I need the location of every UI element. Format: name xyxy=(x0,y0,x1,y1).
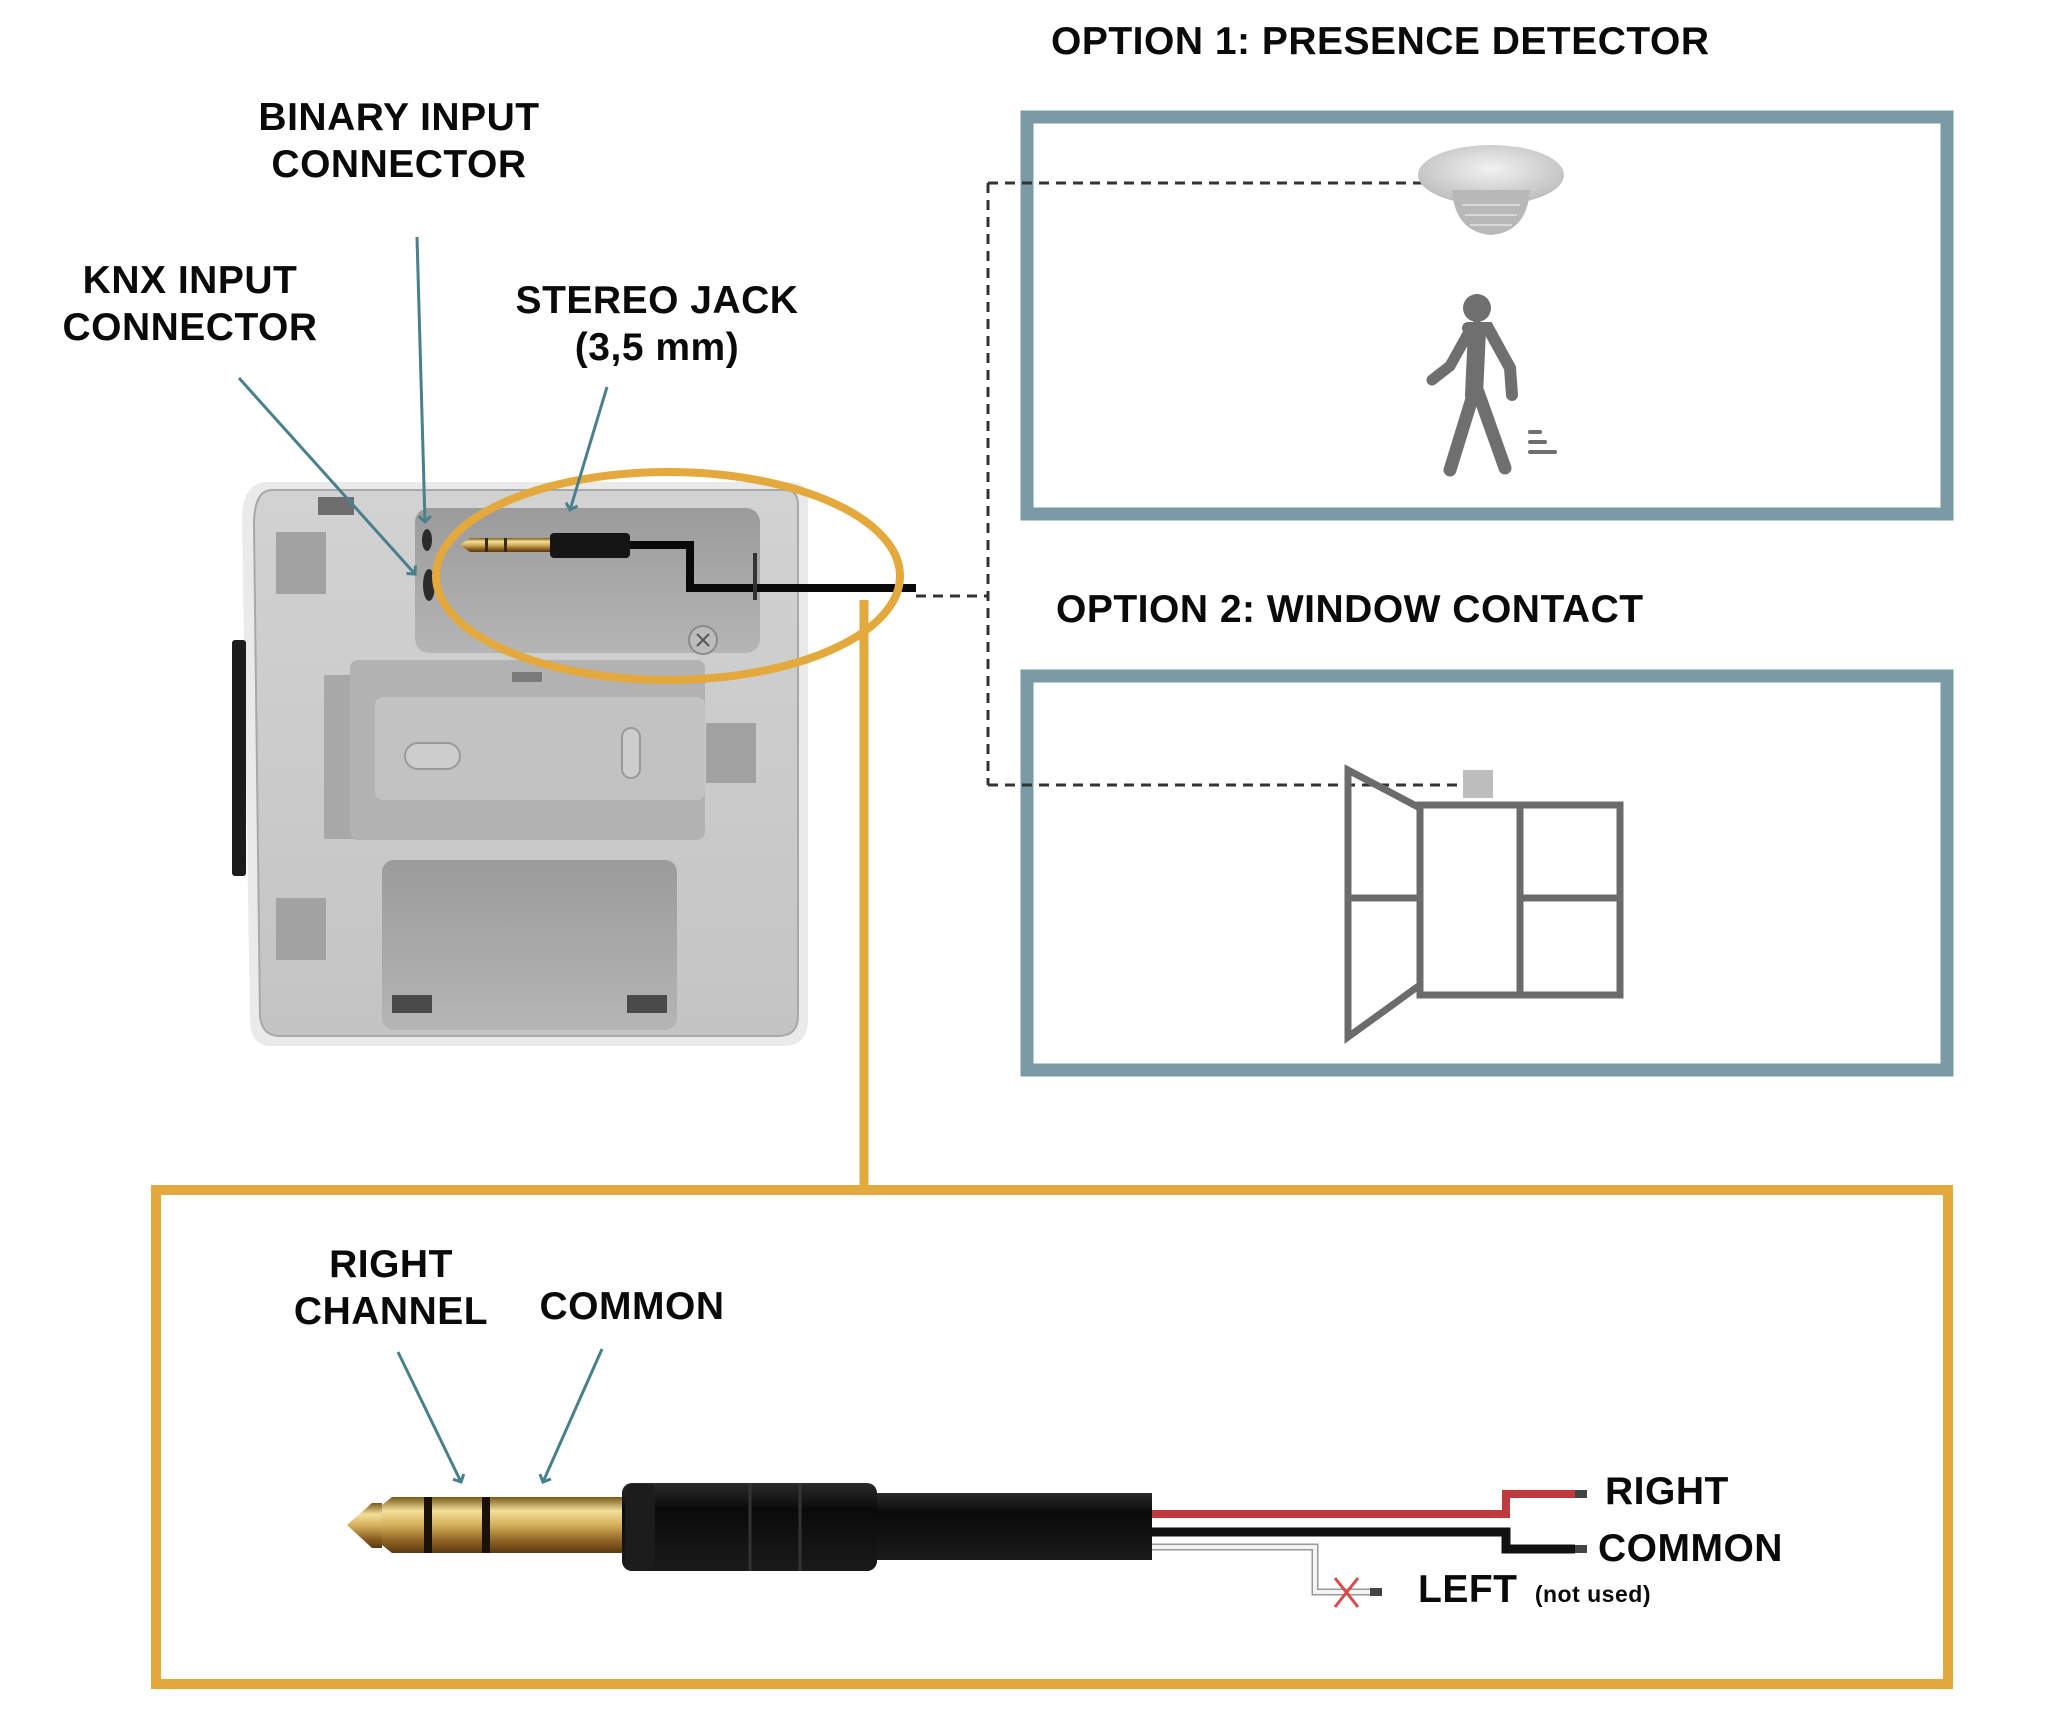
binary-input-label: BINARY INPUT CONNECTOR xyxy=(258,96,540,186)
not-used-note: (not used) xyxy=(1534,1581,1651,1607)
wires xyxy=(1152,1490,1587,1596)
window-contact-sensor-icon xyxy=(1463,770,1493,798)
wire-left xyxy=(1152,1543,1370,1596)
dashed-connection-lines xyxy=(916,181,1465,787)
stereo-jack-label: STEREO JACK (3,5 mm) xyxy=(515,279,799,369)
pointer-arrows xyxy=(237,236,609,1482)
right-channel-label: RIGHT CHANNEL xyxy=(293,1243,489,1333)
wire-right xyxy=(1152,1490,1575,1518)
wire-right-label: RIGHT xyxy=(1605,1470,1729,1513)
knx-input-arrow xyxy=(237,376,415,574)
open-window-icon xyxy=(1344,764,1624,1044)
stereo-jack-arrow xyxy=(570,386,609,510)
wire-common-label: COMMON xyxy=(1598,1527,1783,1570)
wire-common xyxy=(1152,1527,1575,1554)
binary-input-arrow xyxy=(415,236,425,522)
presence-detector-icon xyxy=(1418,145,1564,235)
x-mark-icon xyxy=(1333,1577,1360,1608)
stereo-jack-plug-icon xyxy=(347,1483,1152,1571)
option2-box xyxy=(1020,669,1954,1077)
knx-input-label: KNX INPUT CONNECTOR xyxy=(62,259,318,349)
common-plug-label: COMMON xyxy=(539,1285,725,1328)
detail-box xyxy=(151,1185,1953,1689)
stereo-jack-highlight xyxy=(432,468,904,684)
wire-left-label: LEFT (not used) xyxy=(1418,1568,1651,1611)
option2-title: OPTION 2: WINDOW CONTACT xyxy=(1056,588,1644,631)
right-channel-arrow xyxy=(396,1351,461,1482)
option1-title: OPTION 1: PRESENCE DETECTOR xyxy=(1051,20,1710,63)
walking-person-icon xyxy=(1426,294,1557,477)
binary-input-device-icon xyxy=(232,482,916,1046)
common-arrow xyxy=(543,1348,604,1482)
